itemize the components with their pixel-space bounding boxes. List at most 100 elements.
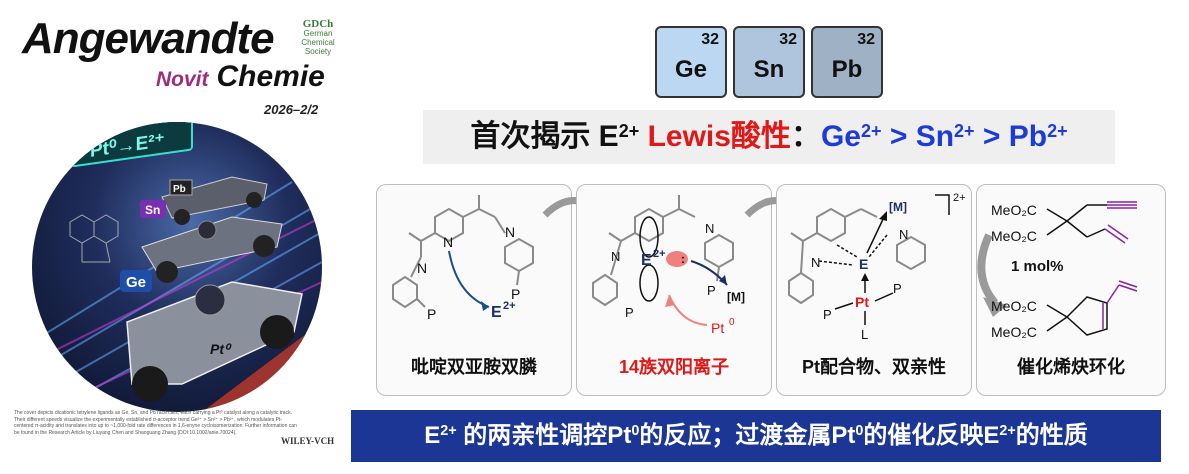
summary-pt-charge-2: 0 [855,423,864,439]
ester-3: MeO₂C [991,298,1037,314]
race-car-pb: Pb [161,176,268,225]
atom-e-charge: 2+ [653,248,666,260]
summary-part3: 的催化反映E [863,422,1000,449]
issue-number: 2026–2/2 [264,102,319,117]
atom-p-left: P [427,306,436,322]
banner-ge: Ge [820,120,861,153]
metal-fragment: [M] [889,200,907,214]
p-orbital-bottom [639,264,659,302]
p-orbital-top [639,216,659,258]
panel-dication: E 2+ : N N P P [M] Pt 0 14族双阳离子 [576,184,772,396]
banner-sn-charge: 2+ [954,121,975,141]
atom-e-charge: 2+ [503,300,516,312]
atom-e: E [641,252,652,269]
ester-1: MeO₂C [991,202,1037,218]
summary-e-charge: 2+ [440,423,457,439]
banner-pb: Pb [1008,120,1048,153]
race-car-ge: Pt⁰ Ge [120,270,303,402]
journal-title-line2: Novit Chemie [156,60,325,94]
gdch-logo-text: GDCh [302,18,334,30]
banner-ge-charge: 2+ [860,121,882,141]
panel-pt-complex: [M] E Pt P P L N N 2+ Pt配合物、双亲性 [776,184,972,396]
panel-ligand: N N N P P E 2+ 吡啶双亚胺双膦 [376,184,572,396]
summary-e-charge-2: 2+ [999,423,1016,439]
element-symbol: Pb [831,56,863,83]
catalyst-loading: 1 mol% [1011,258,1064,275]
element-tile-ge: 32 Ge [655,26,727,98]
atomic-number: 32 [857,31,875,48]
chemie-label: Chemie [216,60,325,93]
car-label-pt: Pt⁰ [210,341,232,357]
atom-p-left: P [823,307,832,322]
banner-lewis: Lewis酸性 [639,120,791,153]
banner-gt1: > [881,120,916,153]
atom-n-left: N [611,249,620,264]
race-car-sn: Sn [140,200,283,283]
summary-bar: E2+ 的两亲性调控Pt0的反应；过渡金属Pt0的催化反映E2+的性质 [351,410,1161,462]
ligand-structure: N N N P P E 2+ [392,195,534,322]
atom-p-right: P [707,283,716,298]
complex-charge: 2+ [953,192,966,204]
atomic-number: 32 [779,31,797,48]
publisher-logo: WILEY-VCH [281,436,335,446]
summary-part4: 的性质 [1015,422,1088,449]
society-logo: GDCh German Chemical Society [298,18,338,57]
summary-part1: 的两亲性调控Pt [456,422,632,449]
cover-caption: The cover depicts dicationic tetrylene l… [14,410,297,436]
banner-text: 首次揭示 E2+ Lewis酸性：Ge2+ > Sn2+ > Pb2+ [423,110,1115,164]
element-tile-pb: 32 Pb [811,26,883,98]
car-label-ge: Ge [126,274,146,291]
panel-pt-complex-label: Pt配合物、双亲性 [802,357,946,377]
atom-e: E [491,304,502,321]
atom-p-right: P [511,286,520,302]
dication-structure: E 2+ : N N P P [M] Pt 0 [592,195,745,336]
atom-p-right: P [893,281,902,296]
atom-pt: Pt [855,294,869,310]
car-label-sn: Sn [145,203,160,217]
novit-label: Novit [156,68,209,91]
summary-e: E [424,422,441,449]
enyne-cyclization-scheme: MeO₂C MeO₂C 1 mol% MeO₂C MeO₂C [977,201,1138,340]
atom-l: L [861,327,868,342]
pt-complex-structure: [M] E Pt P P L N N 2+ [788,192,966,342]
car-label-pb: Pb [173,184,186,195]
summary-pt-charge-1: 0 [631,423,640,439]
panel-dication-label: 14族双阳离子 [618,357,730,377]
atom-e: E [859,256,868,272]
atomic-number: 32 [701,31,719,48]
panel-catalysis-label: 催化烯炔环化 [1017,357,1125,377]
atom-n-left: N [811,255,820,270]
cover-illustration: Pt⁰→E²⁺ Pb Sn [32,122,322,412]
element-tile-sn: 32 Sn [733,26,805,98]
reaction-arrow [977,233,999,306]
element-symbol: Sn [753,56,785,83]
atom-n-imine-left: N [417,260,427,276]
race-track-art: Pt⁰→E²⁺ Pb Sn [32,122,322,412]
ester-4: MeO₂C [991,324,1037,340]
atom-n-imine-right: N [505,224,515,240]
atom-pt: Pt [711,320,724,336]
gdch-subtext: German Chemical Society [301,29,335,56]
lone-pair-dots: : [681,252,685,266]
lone-pair-orbital [666,251,688,267]
journal-title-line1: Angewandte [22,14,275,63]
ester-2: MeO₂C [991,228,1037,244]
coordination-arrow [448,250,490,308]
atom-p-left: P [625,305,634,320]
atom-n-right: N [899,227,908,242]
panel-catalysis: MeO₂C MeO₂C 1 mol% MeO₂C MeO₂C 催化烯炔环化 [976,184,1166,396]
summary-part2: 的反应；过渡金属Pt [639,422,856,449]
banner-pb-charge: 2+ [1047,121,1068,141]
banner-gt2: > [974,120,1009,153]
banner-e-charge: 2+ [618,121,640,141]
summary-text: E2+ 的两亲性调控Pt0的反应；过渡金属Pt0的催化反映E2+的性质 [351,410,1161,462]
element-symbol: Ge [674,56,707,83]
journal-cover: Angewandte Novit Chemie GDCh German Chemi… [0,0,345,474]
banner-part1: 首次揭示 E [470,120,619,153]
atom-n-pyridine: N [443,234,453,250]
pt-attack-arrow [668,294,708,326]
banner-sn: Sn [915,120,955,153]
atom-pt-charge: 0 [729,317,735,328]
atom-n-right: N [705,221,714,236]
lewis-acidity-banner: 首次揭示 E2+ Lewis酸性：Ge2+ > Sn2+ > Pb2+ [423,110,1115,164]
